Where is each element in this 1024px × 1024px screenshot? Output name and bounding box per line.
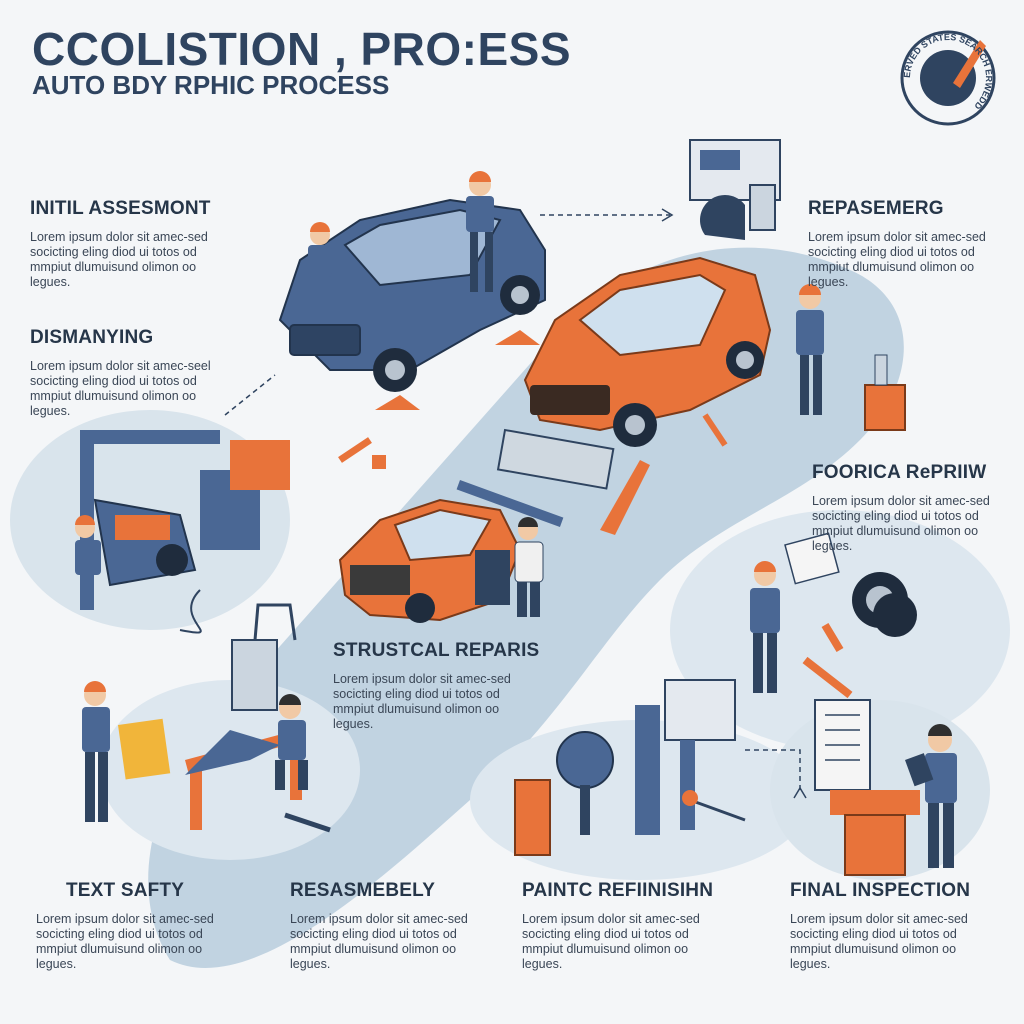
frame-rail xyxy=(456,480,564,528)
step-title: FOORICA RePRIIW xyxy=(812,462,987,483)
step-title: DISMANYING xyxy=(30,327,154,348)
step-title: STRUSTCAL REPARIS xyxy=(333,640,540,661)
step-title: REPASEMERG xyxy=(808,198,944,219)
mechanic-figure xyxy=(514,517,544,617)
pen-icon xyxy=(953,40,986,88)
mechanic-figure xyxy=(750,532,840,693)
blue-car-illustration xyxy=(278,198,546,392)
paint-station-illustration xyxy=(514,679,746,856)
wheel-illustration xyxy=(852,572,917,637)
orange-car-illustration xyxy=(523,256,772,447)
step-foorica: FOORICA RePRIIW Lorem ipsum dolor sit am… xyxy=(812,462,1012,554)
scanner-machine-illustration xyxy=(689,139,781,240)
arrow-head-icon xyxy=(793,786,807,799)
mechanic-figure xyxy=(796,284,824,415)
mechanic-figure xyxy=(308,222,332,277)
hammer-icon xyxy=(338,437,372,463)
mechanic-figure xyxy=(905,724,957,868)
toolbox-icon xyxy=(864,384,906,431)
tool-icon xyxy=(372,455,386,469)
step-body: Lorem ipsum dolor sit amec-sed socicting… xyxy=(290,912,468,971)
step-structural-repairs: STRUSTCAL REPARIS Lorem ipsum dolor sit … xyxy=(333,640,540,732)
step-dismantling: DISMANYING Lorem ipsum dolor sit amec-se… xyxy=(30,327,230,419)
mechanic-figure xyxy=(275,694,308,790)
step-final-inspection: FINAL INSPECTION Lorem ipsum dolor sit a… xyxy=(790,880,990,972)
step-repasemerg: REPASEMERG Lorem ipsum dolor sit amec-se… xyxy=(808,198,1008,290)
damaged-car-illustration xyxy=(338,498,522,623)
step-body: Lorem ipsum dolor sit amec-sed socicting… xyxy=(30,230,208,289)
workbench xyxy=(496,428,615,490)
wheel-chock-icon xyxy=(495,330,540,345)
welding-station-illustration xyxy=(179,589,297,711)
jack-stand-icon xyxy=(600,460,650,535)
page-subtitle: AUTO BDY RPHIC PROCESS xyxy=(32,70,390,100)
step-title: TEXT SAFTY xyxy=(66,880,185,901)
step-body: Lorem ipsum dolor sit amec-sed socicting… xyxy=(36,912,214,971)
step-body: Lorem ipsum dolor sit amec-sed socicting… xyxy=(812,494,990,553)
arrow-head-icon xyxy=(661,208,674,222)
step-body: Lorem ipsum dolor sit amec-seel socictin… xyxy=(30,359,211,418)
step-body: Lorem ipsum dolor sit amec-sed socicting… xyxy=(522,912,700,971)
wrench-icon xyxy=(802,622,853,699)
dashed-connectors xyxy=(224,214,801,790)
step-title: RESASMEBELY xyxy=(290,880,436,901)
mechanic-figure xyxy=(82,681,171,822)
screwdriver-icon xyxy=(284,812,331,833)
page-title: CCOLISTION , PRO:ESS xyxy=(32,23,572,75)
step-reassembly: RESASMEBELY Lorem ipsum dolor sit amec-s… xyxy=(290,880,490,972)
step-initial-assessment: INITIL ASSESMONT Lorem ipsum dolor sit a… xyxy=(30,198,230,290)
step-text-safety: TEXT SAFTY Lorem ipsum dolor sit amec-se… xyxy=(36,880,236,972)
wheel-chock-icon xyxy=(375,395,420,410)
mechanic-figure xyxy=(466,171,494,292)
step-paint-refinishing: PAINTC REFIINISIHN Lorem ipsum dolor sit… xyxy=(522,880,722,972)
inspection-station-illustration xyxy=(814,699,920,876)
step-body: Lorem ipsum dolor sit amec-sed socicting… xyxy=(790,912,968,971)
step-title: FINAL INSPECTION xyxy=(790,880,971,901)
step-title: INITIL ASSESMONT xyxy=(30,198,211,219)
seal-badge: ERVED STATES SEARCH ERWEDD xyxy=(900,30,996,126)
wrench-icon xyxy=(702,413,728,447)
gauge-icon xyxy=(874,354,888,386)
step-body: Lorem ipsum dolor sit amec-sed socicting… xyxy=(333,672,511,731)
mechanic-figure xyxy=(75,515,101,575)
step-title: PAINTC REFIINISIHN xyxy=(522,880,714,901)
car-lift-illustration xyxy=(80,430,290,610)
step-body: Lorem ipsum dolor sit amec-sed socicting… xyxy=(808,230,986,289)
